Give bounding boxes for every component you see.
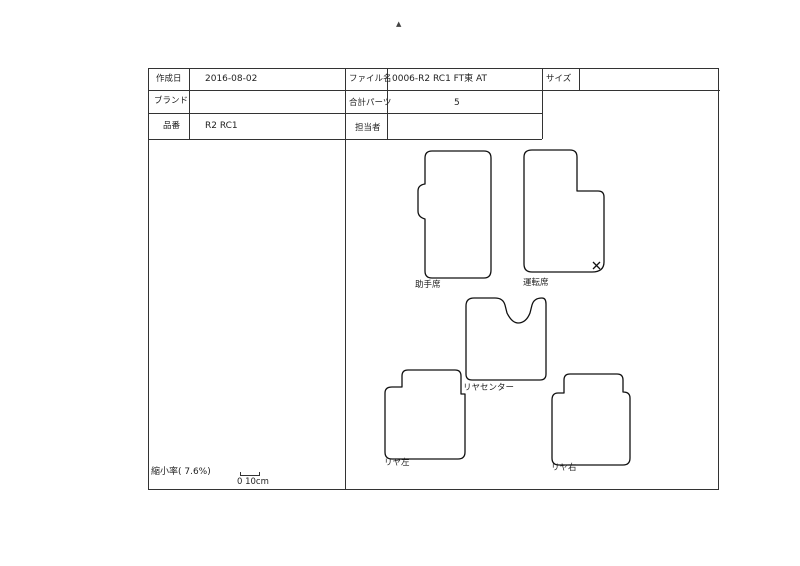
rear-left-mat-outline [384,369,466,460]
file-name-label: ファイル名 [349,74,392,84]
staff-label: 担当者 [355,123,381,133]
brand-label: ブランド [154,96,189,106]
total-parts-label: 合計パーツ [349,98,392,108]
col-divider-label [189,69,190,139]
row-divider-1 [149,90,720,91]
part-label-driver: 運転席 [523,277,549,288]
created-date-value: 2016-08-02 [205,74,258,84]
part-label-rear-right: リヤ右 [551,462,577,473]
model-label: 品番 [163,121,181,131]
rear-center-mat-outline [465,297,547,381]
scale-bar [240,472,260,476]
total-parts-value: 5 [454,98,460,108]
created-date-label: 作成日 [156,74,182,84]
scale-ratio-label: 縮小率( 7.6%) [151,467,211,477]
col-divider-file-value [542,69,543,139]
part-label-rear-center: リヤセンター [463,383,514,393]
col-divider-file-label [387,69,388,139]
part-label-rear-left: リヤ左 [384,457,410,468]
rear-right-mat-outline [551,373,631,466]
col-divider-middle [345,69,346,490]
file-name-value: 0006-R2 RC1 FT東 AT [392,74,488,84]
col-divider-size-label [579,69,580,90]
mat-spec-sheet: 作成日 2016-08-02 ファイル名 0006-R2 RC1 FT東 AT … [148,68,720,490]
part-label-passenger: 助手席 [415,279,441,290]
driver-mat-outline [523,149,605,273]
scale-legend: 0 10cm [237,477,269,487]
model-value: R2 RC1 [205,121,238,131]
size-label: サイズ [546,74,572,84]
heel-pad-mark [592,261,601,270]
page-mark: ▲ [396,20,402,28]
passenger-mat-outline [417,150,492,279]
